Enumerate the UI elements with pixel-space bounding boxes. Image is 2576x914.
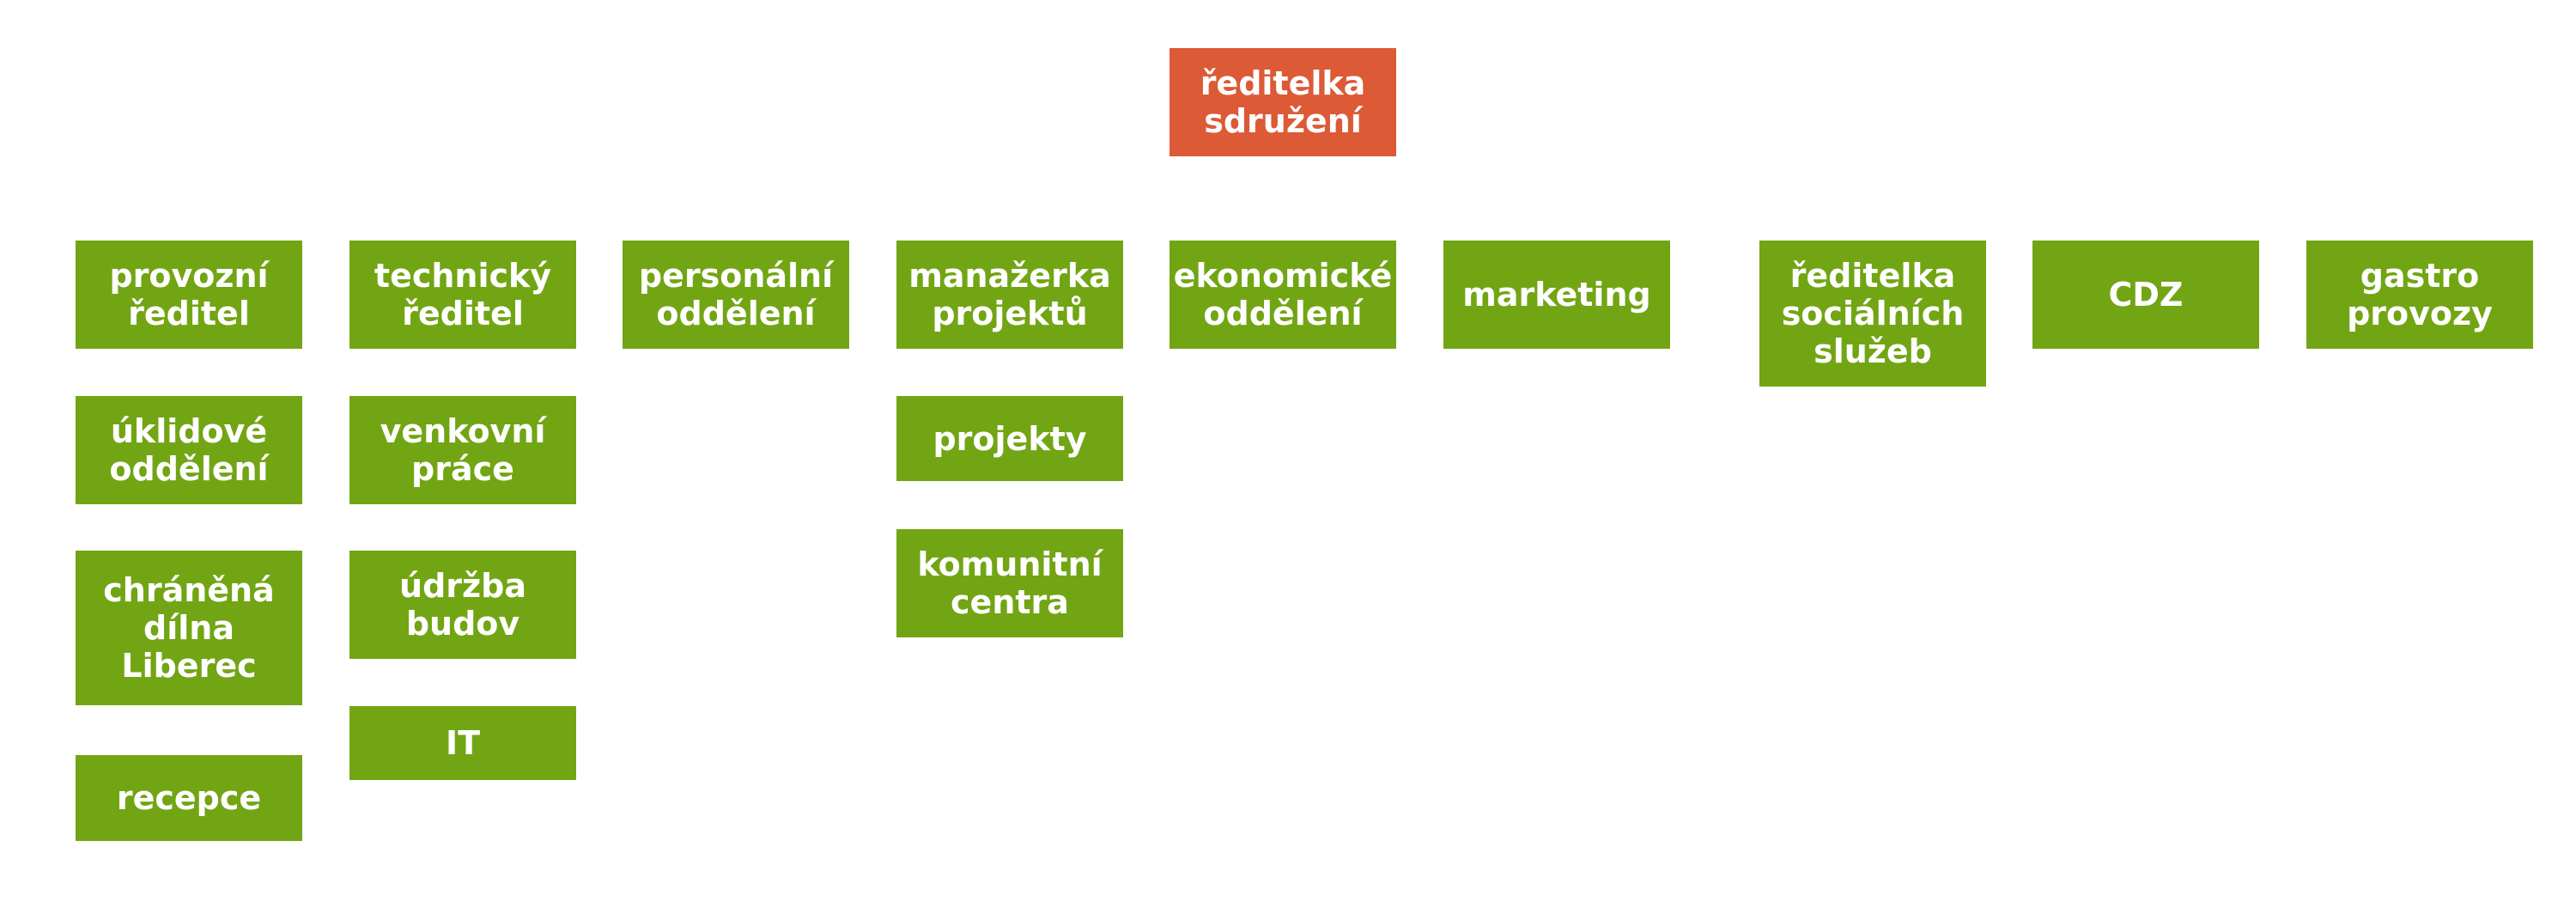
head-label: provozní ředitel [109, 257, 269, 332]
head-label: ekonomické oddělení [1173, 257, 1393, 332]
child-box-chranena-dilna: chráněná dílna Liberec [76, 551, 302, 705]
head-box-cdz: CDZ [2032, 241, 2259, 349]
head-label: marketing [1462, 276, 1651, 314]
child-label: údržba budov [399, 567, 526, 643]
head-box-reditelka-socialnich-sluzeb: ředitelka sociálních služeb [1759, 241, 1986, 387]
child-label: komunitní centra [917, 545, 1103, 621]
child-box-recepce: recepce [76, 755, 302, 841]
head-box-technicky-reditel: technický ředitel [349, 241, 576, 349]
head-box-marketing: marketing [1443, 241, 1670, 349]
child-label: recepce [116, 779, 262, 817]
head-label: CDZ [2108, 276, 2184, 314]
head-label: personální oddělení [638, 257, 834, 332]
root-label: ředitelka sdružení [1200, 64, 1366, 140]
head-box-gastro-provozy: gastro provozy [2306, 241, 2533, 349]
head-box-personalni-oddeleni: personální oddělení [623, 241, 849, 349]
child-box-it: IT [349, 706, 576, 780]
head-box-provozni-reditel: provozní ředitel [76, 241, 302, 349]
head-box-ekonomicke-oddeleni: ekonomické oddělení [1170, 241, 1396, 349]
head-label: gastro provozy [2347, 257, 2493, 332]
head-label: manažerka projektů [908, 257, 1111, 332]
child-label: IT [445, 724, 481, 762]
root-box-reditelka-sdruzeni: ředitelka sdružení [1170, 48, 1396, 156]
child-label: chráněná dílna Liberec [103, 571, 275, 685]
child-box-udrzba-budov: údržba budov [349, 551, 576, 659]
head-label: ředitelka sociálních služeb [1781, 257, 1965, 370]
child-box-projekty: projekty [896, 396, 1123, 481]
child-label: úklidové oddělení [109, 412, 269, 488]
child-label: projekty [933, 419, 1087, 458]
child-box-venkovni-prace: venkovní práce [349, 396, 576, 504]
child-box-komunitni-centra: komunitní centra [896, 529, 1123, 637]
child-label: venkovní práce [380, 412, 546, 488]
head-box-manazerka-projektu: manažerka projektů [896, 241, 1123, 349]
child-box-uklidove-oddeleni: úklidové oddělení [76, 396, 302, 504]
head-label: technický ředitel [374, 257, 552, 332]
